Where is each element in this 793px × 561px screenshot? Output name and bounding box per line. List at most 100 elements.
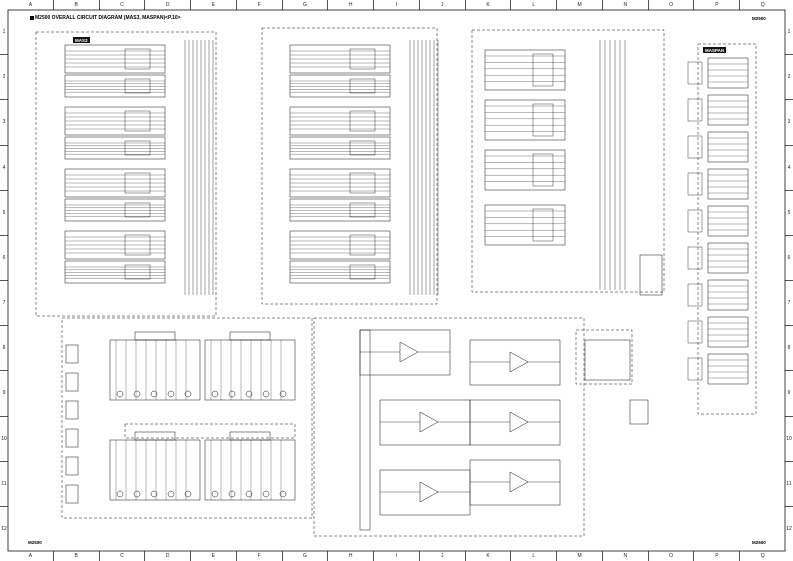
connector-strip [359, 329, 371, 531]
model-label-top-right: M2500 [752, 16, 766, 21]
ruler-cell: O [647, 551, 694, 561]
ic-chip [349, 48, 376, 70]
section-label-mas: MAS3 [73, 37, 90, 43]
ruler-cell: E [190, 551, 236, 561]
ruler-cell: E [190, 0, 236, 10]
transistor [133, 390, 141, 398]
ruler-cell: D [144, 551, 190, 561]
channel-block [289, 74, 391, 98]
op-amp [419, 481, 439, 503]
ruler-cell: 11 [0, 460, 8, 506]
pan-block [707, 94, 749, 126]
ruler-cell: 1 [787, 29, 791, 36]
transistor [116, 490, 124, 498]
ic-chip [124, 78, 151, 94]
channel-block [484, 204, 566, 246]
channel-block [484, 49, 566, 91]
transistor [211, 390, 219, 398]
connector [65, 456, 79, 476]
ruler-cell: M [556, 551, 602, 561]
connector [639, 254, 663, 296]
op-amp [509, 411, 529, 433]
ruler-cell: G [281, 551, 328, 561]
ic-chip [349, 172, 376, 194]
ic-chip [349, 110, 376, 132]
channel-block [289, 136, 391, 160]
section-outline [471, 29, 665, 293]
pan-block [707, 242, 749, 274]
channel-block [289, 198, 391, 222]
connector [687, 172, 703, 196]
ruler-cell: L [510, 551, 556, 561]
connector [687, 357, 703, 381]
ruler-cell: M [556, 0, 602, 10]
ruler-cell: 7 [785, 280, 793, 325]
ic-chip [229, 431, 271, 441]
connector [687, 246, 703, 270]
connector [687, 61, 703, 85]
connector [629, 399, 649, 425]
ruler-cell: K [464, 551, 511, 561]
channel-block [64, 198, 166, 222]
transistor [262, 490, 270, 498]
pan-block [707, 168, 749, 200]
ruler-cell: A [28, 2, 33, 8]
amp-block [469, 399, 561, 446]
ic-chip [532, 153, 554, 187]
ruler-cell: N [601, 551, 648, 561]
regulator-block [584, 339, 631, 381]
ruler-cell: F [235, 551, 282, 561]
ic-chip [532, 208, 554, 242]
ruler-cell: 11 [785, 460, 793, 506]
transistor [245, 390, 253, 398]
pan-block [707, 316, 749, 348]
ruler-cell: 6 [0, 234, 8, 280]
sub-outline [124, 423, 296, 439]
circuit-blocks [35, 27, 757, 537]
ruler-cell: 4 [785, 144, 793, 190]
sheet-border [7, 9, 786, 552]
transistor [184, 390, 192, 398]
connector [65, 400, 79, 420]
ruler-cell: N [601, 0, 648, 10]
ruler-cell: 10 [0, 415, 8, 461]
ic-chip [124, 234, 151, 256]
section-outline [575, 329, 633, 385]
connector [65, 484, 79, 504]
pan-block [707, 57, 749, 89]
transistor [167, 490, 175, 498]
connector [687, 98, 703, 122]
ruler-cell: B [52, 551, 99, 561]
transistor [211, 490, 219, 498]
ic-chip [349, 202, 376, 218]
ic-chip [124, 264, 151, 280]
section-outline [697, 43, 757, 415]
ruler-cell: P [693, 0, 739, 10]
ruler-cell: I [373, 551, 419, 561]
ruler-cell: 7 [0, 280, 8, 325]
ruler-cell: O [647, 0, 694, 10]
ruler-cell: 8 [0, 325, 8, 370]
connector [65, 344, 79, 364]
ic-chip [349, 264, 376, 280]
ruler-cell: 1 [2, 29, 6, 36]
ic-chip [124, 202, 151, 218]
transistor [279, 490, 287, 498]
section-outline [61, 317, 313, 519]
connector [65, 372, 79, 392]
ruler-cell: A [28, 553, 33, 559]
transistor [184, 490, 192, 498]
ruler-cell: D [144, 0, 190, 10]
ruler-cell: H [327, 0, 373, 10]
ruler-cell: 10 [785, 415, 793, 461]
pan-block [707, 131, 749, 163]
transistor [116, 390, 124, 398]
transistor [150, 390, 158, 398]
ruler-cell: J [418, 0, 465, 10]
op-amp [399, 341, 419, 363]
ruler-cell: B [52, 0, 99, 10]
ic-chip [124, 110, 151, 132]
